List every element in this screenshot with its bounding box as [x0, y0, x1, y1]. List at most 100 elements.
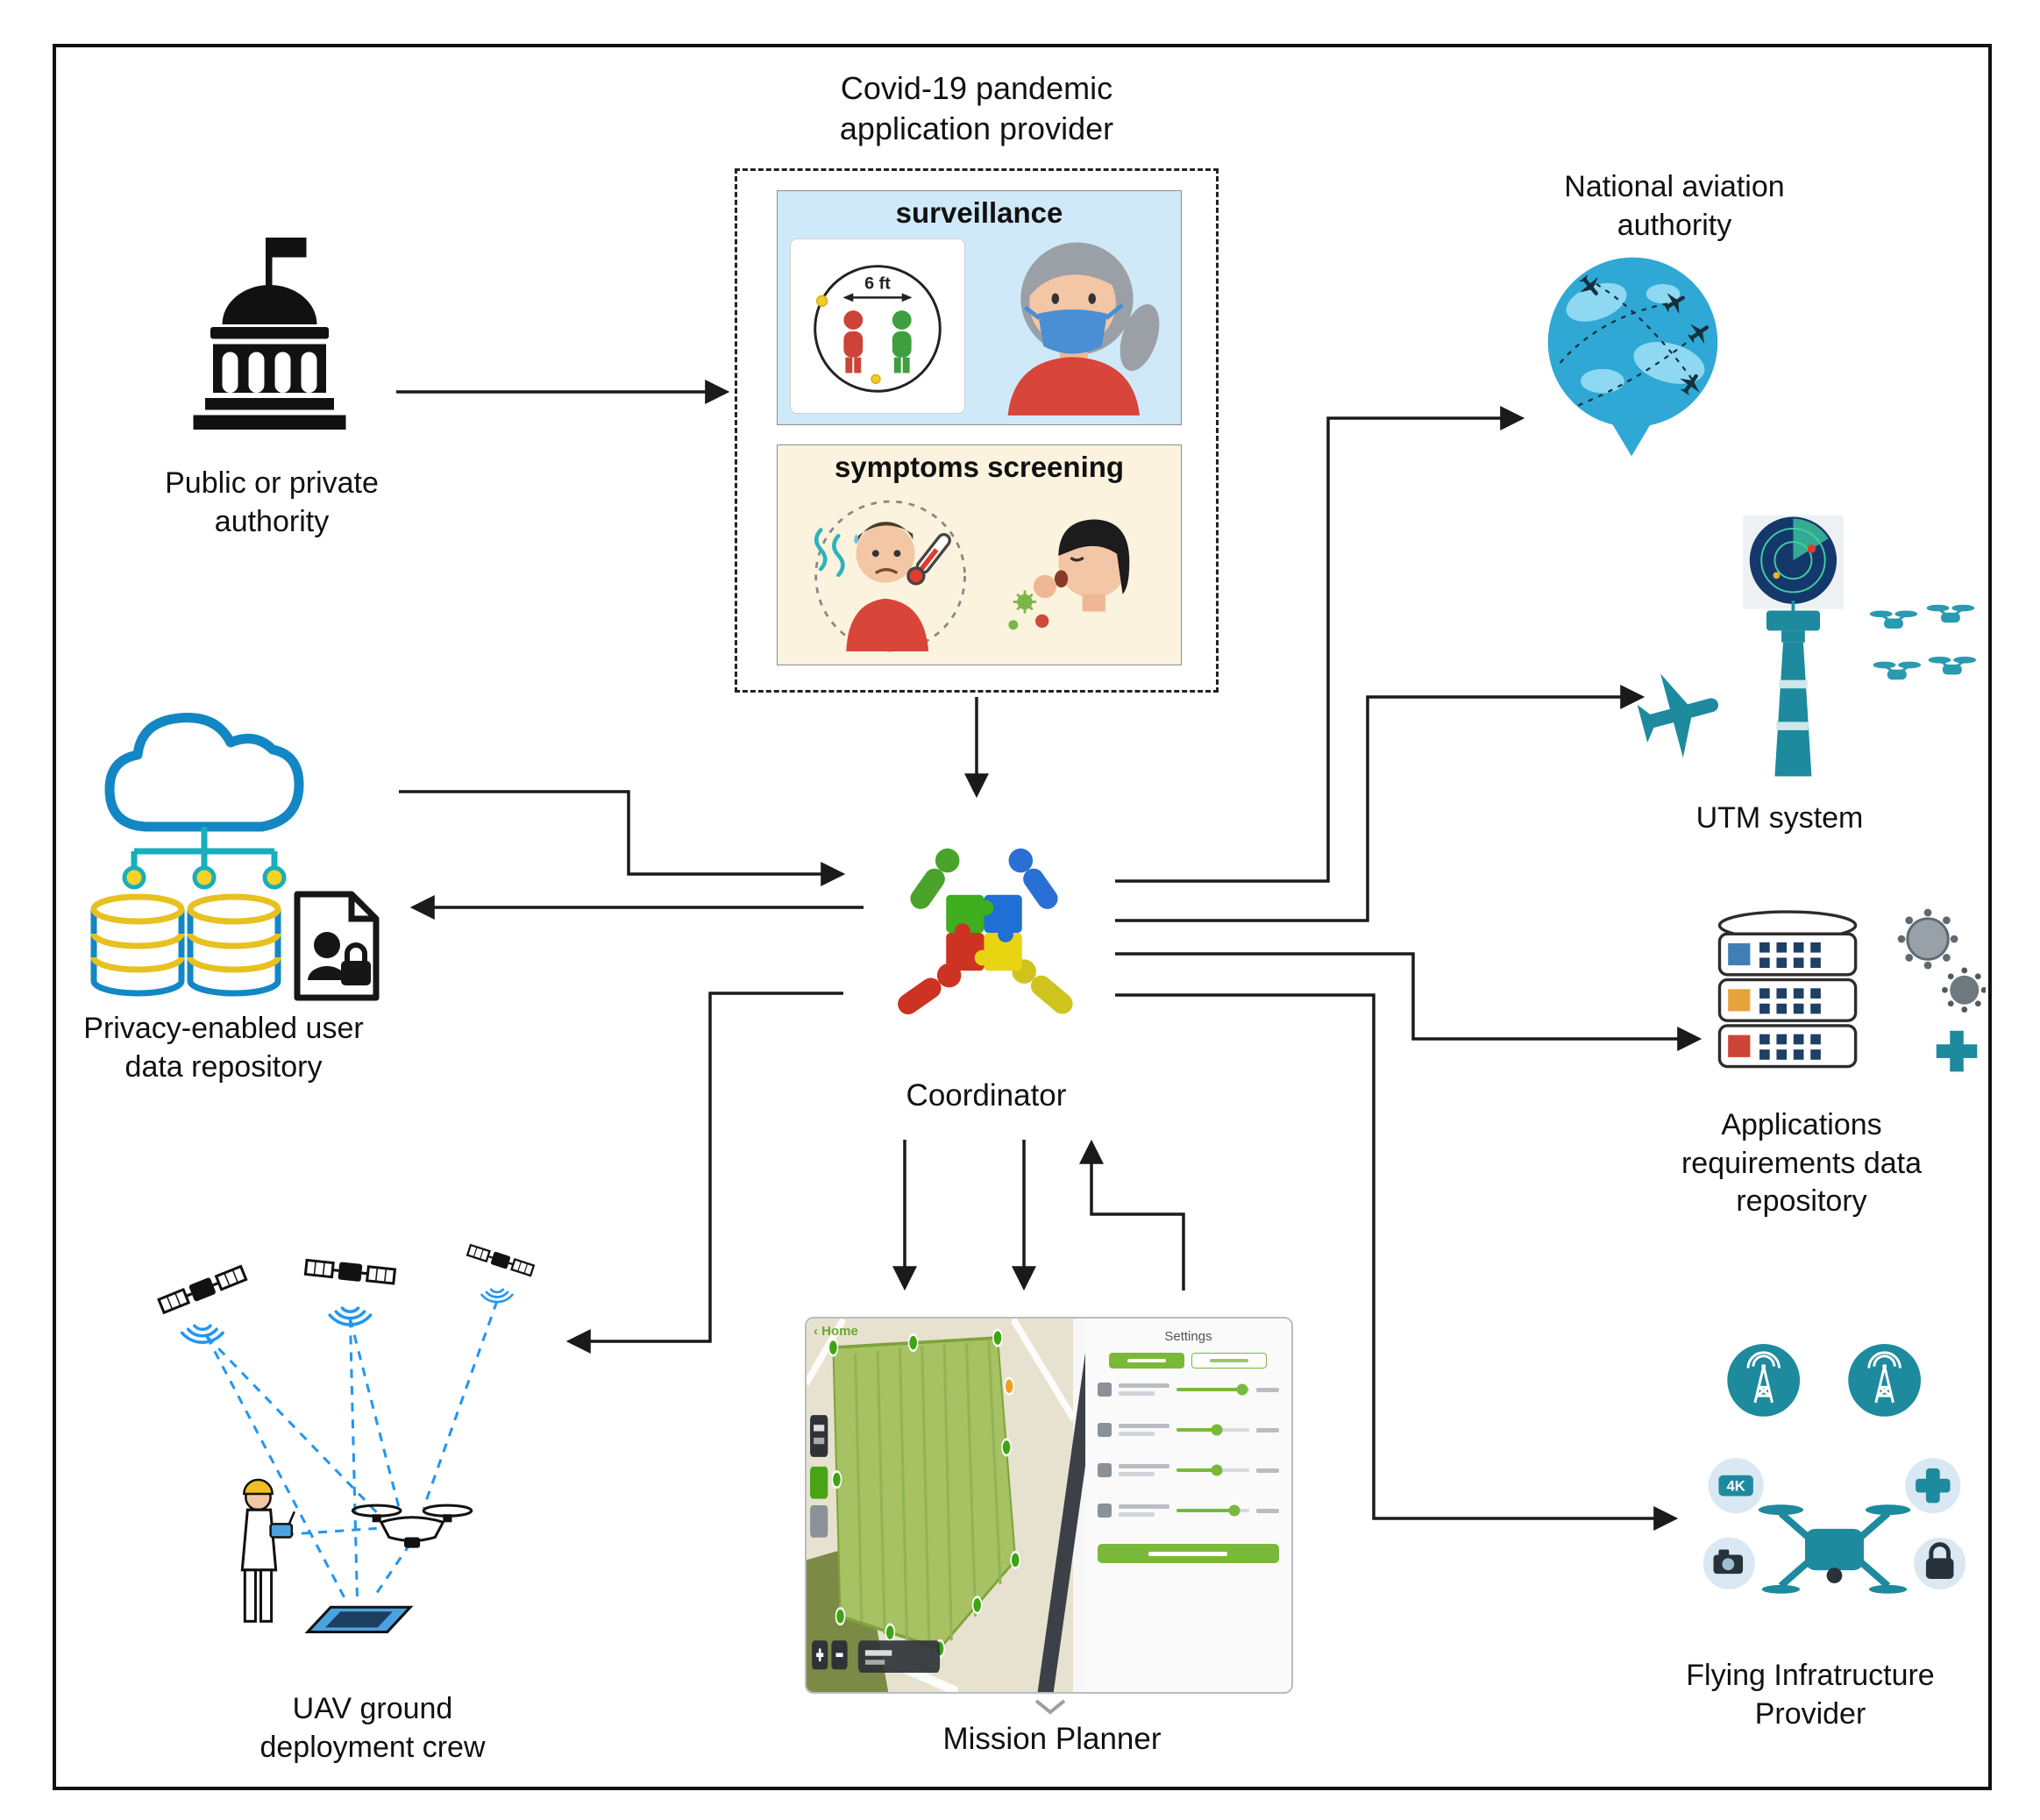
surveillance-card: surveillance 6 ft	[777, 190, 1182, 425]
mp-row-text	[1118, 1424, 1169, 1436]
fever-person-icon	[814, 500, 966, 652]
apps-repo-icon	[1717, 908, 1986, 1072]
mp-tab-selected	[1109, 1353, 1185, 1369]
mp-setting-row	[1097, 1463, 1279, 1477]
gps-links	[205, 1300, 499, 1603]
coughing-person-icon	[1008, 519, 1130, 630]
mp-setting-row	[1097, 1383, 1279, 1397]
coordinator-figures	[898, 848, 1073, 1015]
masked-person-icon	[1007, 242, 1160, 416]
camera-icon	[1713, 1549, 1744, 1575]
mp-row-value	[1255, 1508, 1279, 1513]
radio-tower-icon	[1846, 1342, 1923, 1418]
social-distance-card: 6 ft	[790, 238, 965, 414]
arrow-coordinator-to-aviation	[1115, 406, 1525, 883]
mp-row-icon	[1097, 1383, 1112, 1397]
medical-cross-icon	[1936, 1030, 1978, 1072]
pilot-icon	[240, 1478, 296, 1623]
utm-label: UTM system	[1695, 801, 1864, 835]
radio-tower-icon	[1725, 1342, 1802, 1418]
mp-row-text	[1118, 1464, 1169, 1476]
coordinator-label: Coordinator	[906, 1078, 1067, 1113]
mp-setting-row	[1097, 1504, 1279, 1518]
mp-row-icon	[1097, 1423, 1112, 1437]
drone-icon	[351, 1504, 473, 1548]
person-left-icon	[843, 310, 864, 373]
airplane-icon	[1637, 673, 1719, 758]
back-chevron-icon: ‹	[814, 1324, 822, 1339]
virus-particles	[1008, 590, 1049, 630]
virus-dots	[815, 295, 881, 385]
mp-slider	[1176, 1383, 1249, 1396]
authority-label: Public or private authority	[165, 466, 379, 538]
4k-badge	[1718, 1475, 1753, 1497]
arrow-planner-to-coordinator	[1079, 1139, 1185, 1290]
satellite-icon	[466, 1242, 536, 1278]
svg-text:4K: 4K	[1726, 1478, 1745, 1495]
flying-infra-icon: 4K	[1702, 1342, 1966, 1594]
mission-planner-screenshot: ‹ Home Settings	[805, 1317, 1293, 1694]
arrow-coordinator-to-uavcrew	[565, 992, 843, 1354]
drone-fleet-icons	[1869, 604, 1977, 680]
coordinator-icon	[898, 848, 1073, 1015]
covid-provider-box: surveillance 6 ft	[735, 168, 1219, 693]
utm-system-icon	[1637, 515, 1977, 777]
flying-infra-label: Flying Infratructure Provider	[1686, 1659, 1935, 1731]
cloud-icon	[104, 713, 304, 832]
mp-row-icon	[1097, 1463, 1112, 1477]
mp-row-text	[1118, 1383, 1169, 1396]
database-icon	[187, 893, 281, 997]
satellite-icon	[303, 1256, 397, 1287]
mp-row-value	[1255, 1387, 1279, 1392]
government-building-icon	[193, 238, 346, 430]
map-canvas	[807, 1319, 1074, 1692]
mp-setting-row	[1097, 1423, 1279, 1437]
mp-action-button	[1097, 1544, 1279, 1563]
symptoms-title: symptoms screening	[834, 451, 1125, 483]
satellite-icon	[156, 1263, 248, 1316]
social-distance-icon: 6 ft	[814, 265, 942, 393]
outer-border	[53, 44, 1992, 1790]
mp-row-text	[1118, 1504, 1169, 1517]
radar-icon	[1749, 516, 1837, 604]
covid-provider-title: Covid-19 pandemic application provider	[839, 70, 1114, 147]
arrow-coordinator-to-appsrepo	[1115, 952, 1702, 1051]
mp-row-icon	[1097, 1504, 1112, 1518]
thermometer-icon	[906, 533, 951, 586]
uav-crew-label: UAV ground deployment crew	[259, 1692, 486, 1764]
mp-mode-tabs	[1098, 1353, 1279, 1369]
database-shelves	[1717, 932, 1858, 1069]
arrow-privacyrepo-to-coordinator	[399, 790, 846, 886]
virus-icon-large	[1897, 908, 1958, 970]
mp-row-value	[1255, 1468, 1279, 1473]
privacy-repo-label: Privacy-enabled user data repository	[83, 1012, 364, 1084]
mission-planner-map: ‹ Home	[807, 1319, 1074, 1692]
mp-home-button: ‹ Home	[814, 1324, 858, 1339]
plus-icon	[1916, 1468, 1951, 1504]
arrow-coordinator-to-utm	[1115, 685, 1646, 922]
lock-icon	[1925, 1542, 1954, 1580]
database-icon	[90, 893, 185, 997]
apps-repo-label: Applications requirements data repositor…	[1681, 1108, 1923, 1219]
mp-settings-panel: Settings	[1084, 1319, 1291, 1692]
svg-text:6 ft: 6 ft	[864, 274, 891, 293]
national-aviation-label: National aviation authority	[1564, 170, 1785, 242]
surveillance-title: surveillance	[895, 196, 1063, 229]
infra-drone-icon	[1758, 1504, 1911, 1594]
aviation-globe-icon	[1547, 257, 1718, 457]
landing-pad-icon	[304, 1605, 414, 1633]
virus-icon-small	[1942, 967, 1986, 1013]
uav-crew-illustration	[156, 1242, 536, 1633]
mp-slider	[1176, 1424, 1249, 1436]
symptoms-card: symptoms screening	[777, 444, 1182, 665]
control-tower-icon	[1766, 601, 1820, 777]
mp-slider	[1176, 1464, 1249, 1476]
mp-settings-title: Settings	[1164, 1329, 1212, 1344]
collapse-chevron-icon	[1034, 1699, 1066, 1715]
user-privacy-document-icon	[294, 891, 380, 1001]
arrow-coordinator-to-flyinginfra	[1115, 993, 1679, 1531]
puzzle-pieces	[946, 894, 1022, 971]
mission-planner-label: Mission Planner	[942, 1722, 1162, 1756]
